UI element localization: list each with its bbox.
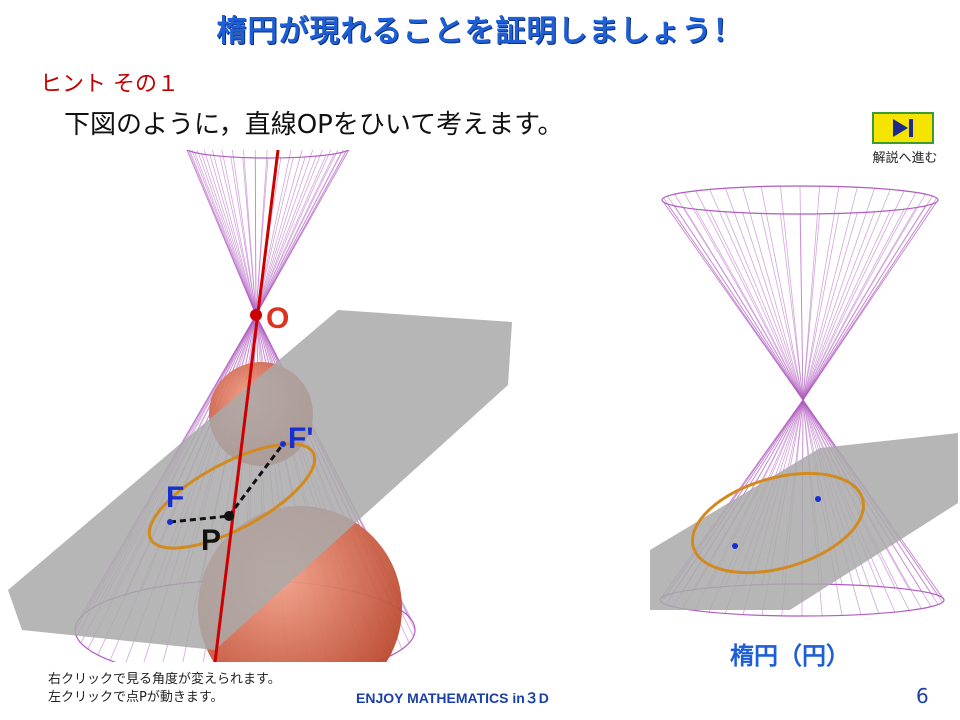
right-ellipse-section <box>691 471 865 575</box>
skip-forward-icon <box>893 119 913 137</box>
right-focus-1 <box>732 543 738 549</box>
label-fprime: F' <box>288 422 313 455</box>
page-number: 6 <box>916 684 929 708</box>
point-fprime <box>280 441 286 447</box>
right-3d-scene[interactable] <box>640 178 960 624</box>
right-cutting-plane <box>650 433 958 610</box>
label-p: P <box>201 524 221 557</box>
slide-title: 楕円が現れることを証明しましょう！ <box>216 14 744 49</box>
hint-text: 下図のように，直線OPをひいて考えます。 <box>64 110 564 140</box>
next-button[interactable] <box>872 112 934 144</box>
cutting-plane <box>8 310 512 650</box>
line-op <box>213 150 280 662</box>
label-f: F <box>166 481 184 514</box>
right-upper-cone <box>661 185 939 401</box>
footer-brand: ENJOY MATHEMATICS in３D <box>356 690 549 706</box>
note-right-click: 右クリックで見る角度が変えられます。 <box>48 672 281 687</box>
point-f <box>167 519 173 525</box>
upper-cone <box>186 150 350 316</box>
left-3d-scene[interactable]: O F F' P <box>0 150 520 662</box>
point-p[interactable] <box>224 511 234 521</box>
ellipse-caption: 楕円（円） <box>730 642 850 670</box>
point-o <box>250 309 262 321</box>
ellipse-section <box>147 442 317 550</box>
label-o: O <box>266 302 289 335</box>
right-focus-2 <box>815 496 821 502</box>
hint-heading: ヒント その１ <box>40 72 179 97</box>
next-button-label[interactable]: 解説へ進む <box>872 151 938 166</box>
segment-fprime-p <box>227 443 285 517</box>
note-left-click: 左クリックで点Pが動きます。 <box>48 690 224 705</box>
